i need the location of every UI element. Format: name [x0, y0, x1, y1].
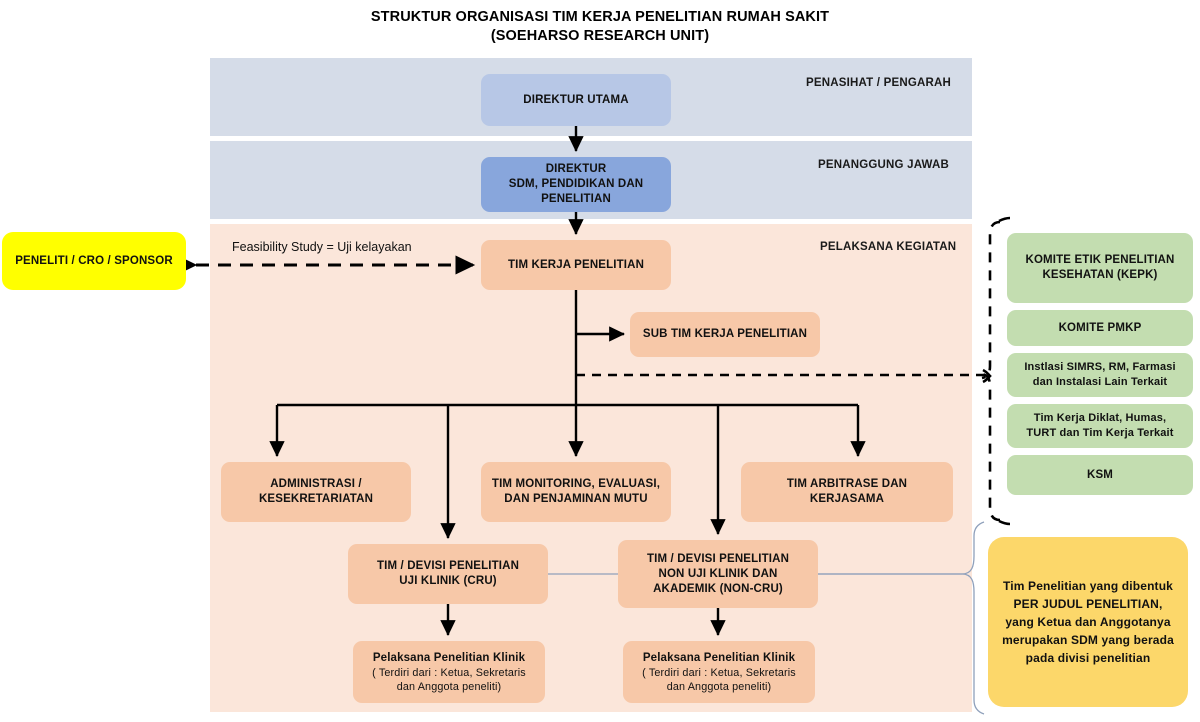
band-label-penasihat: PENASIHAT / PENGARAH [806, 77, 951, 89]
node-label: SUB TIM KERJA PENELITIAN [642, 328, 808, 340]
node-label: TIM ARBITRASE DAN KERJASAMA [786, 478, 908, 505]
title-line-2: (SOEHARSO RESEARCH UNIT) [490, 28, 710, 44]
node-label: KSM [1086, 468, 1113, 481]
node-label: Pelaksana Penelitian Klinik [642, 651, 796, 664]
node-tim-kerja-penelitian[interactable]: TIM KERJA PENELITIAN [481, 240, 671, 290]
node-label: DIREKTUR UTAMA [523, 93, 629, 106]
node-label: TIM / DEVISI PENELITIAN NON UJI KLINIK D… [646, 552, 790, 595]
node-tim-monitoring-evaluasi[interactable]: TIM MONITORING, EVALUASI, DAN PENJAMINAN… [481, 462, 671, 522]
node-label: TIM MONITORING, EVALUASI, DAN PENJAMINAN… [491, 478, 661, 505]
node-sublabel: ( Terdiri dari : Ketua, Sekretaris dan A… [642, 666, 796, 693]
node-sub-tim-kerja-penelitian[interactable]: SUB TIM KERJA PENELITIAN [630, 312, 820, 357]
node-direktur-utama[interactable]: DIREKTUR UTAMA [481, 74, 671, 126]
band-label-penanggung-jawab: PENANGGUNG JAWAB [818, 159, 949, 171]
note-text: Tim Penelitian yang dibentuk PER JUDUL P… [1002, 579, 1174, 665]
note-tim-penelitian-per-judul: Tim Penelitian yang dibentuk PER JUDUL P… [988, 537, 1188, 707]
node-pelaksana-penelitian-klinik-cru[interactable]: Pelaksana Penelitian Klinik ( Terdiri da… [353, 641, 545, 703]
node-peneliti-cro-sponsor[interactable]: PENELITI / CRO / SPONSOR [2, 232, 186, 290]
node-label: ADMINISTRASI / KESEKRETARIATAN [258, 478, 374, 505]
page-title: STRUKTUR ORGANISASI TIM KERJA PENELITIAN… [0, 8, 1200, 46]
node-administrasi-kesekretariatan[interactable]: ADMINISTRASI / KESEKRETARIATAN [221, 462, 411, 522]
node-label: Instlasi SIMRS, RM, Farmasi dan Instalas… [1024, 361, 1176, 388]
node-ksm[interactable]: KSM [1007, 455, 1193, 495]
node-instalasi-simrs-rm-farmasi[interactable]: Instlasi SIMRS, RM, Farmasi dan Instalas… [1007, 353, 1193, 397]
node-komite-etik-penelitian-kesehatan[interactable]: KOMITE ETIK PENELITIAN KESEHATAN (KEPK) [1007, 233, 1193, 303]
node-tim-kerja-diklat-humas-turt[interactable]: Tim Kerja Diklat, Humas, TURT dan Tim Ke… [1007, 404, 1193, 448]
node-tim-arbitrase-kerjasama[interactable]: TIM ARBITRASE DAN KERJASAMA [741, 462, 953, 522]
band-label-pelaksana: PELAKSANA KEGIATAN [820, 241, 957, 253]
node-label: Pelaksana Penelitian Klinik [372, 651, 526, 664]
node-label: PENELITI / CRO / SPONSOR [15, 254, 173, 267]
node-divisi-penelitian-uji-klinik[interactable]: TIM / DEVISI PENELITIAN UJI KLINIK (CRU) [348, 544, 548, 604]
title-line-1: STRUKTUR ORGANISASI TIM KERJA PENELITIAN… [370, 9, 830, 25]
node-label: KOMITE ETIK PENELITIAN KESEHATAN (KEPK) [1025, 254, 1175, 281]
node-direktur-sdm[interactable]: DIREKTUR SDM, PENDIDIKAN DAN PENELITIAN [481, 157, 671, 212]
node-pelaksana-penelitian-klinik-noncru[interactable]: Pelaksana Penelitian Klinik ( Terdiri da… [623, 641, 815, 703]
node-komite-pmkp[interactable]: KOMITE PMKP [1007, 310, 1193, 346]
node-label: KOMITE PMKP [1058, 321, 1142, 334]
node-divisi-penelitian-non-uji-klinik[interactable]: TIM / DEVISI PENELITIAN NON UJI KLINIK D… [618, 540, 818, 608]
edge-label-feasibility-study: Feasibility Study = Uji kelayakan [232, 240, 412, 254]
node-label: TIM / DEVISI PENELITIAN UJI KLINIK (CRU) [376, 560, 520, 587]
node-sublabel: ( Terdiri dari : Ketua, Sekretaris dan A… [372, 666, 526, 693]
node-label: TIM KERJA PENELITIAN [507, 258, 645, 271]
node-label: Tim Kerja Diklat, Humas, TURT dan Tim Ke… [1026, 412, 1174, 439]
node-label: DIREKTUR SDM, PENDIDIKAN DAN PENELITIAN [508, 163, 644, 205]
